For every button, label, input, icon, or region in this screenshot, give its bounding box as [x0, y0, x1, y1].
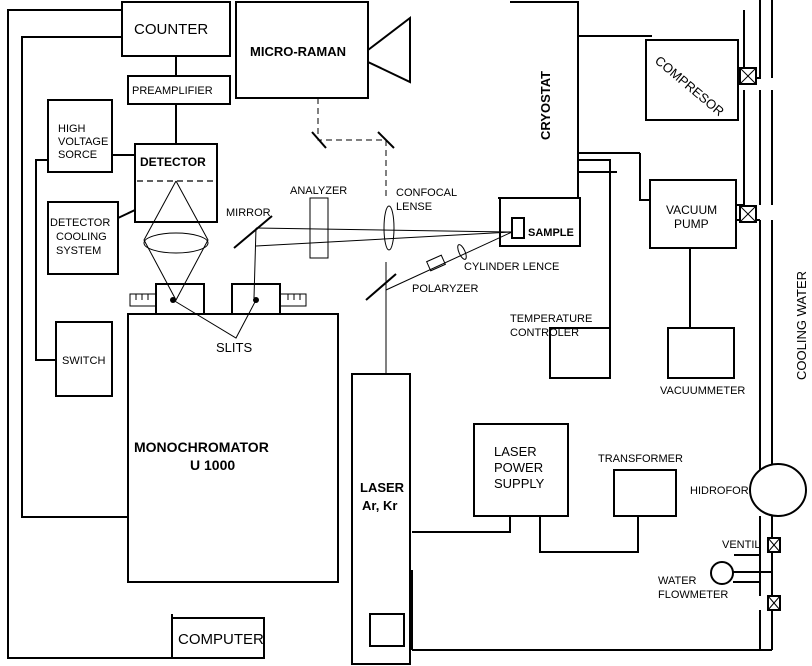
- switch-label: SWITCH: [62, 355, 105, 367]
- ventil-label: VENTIL: [722, 539, 761, 551]
- cylinder-lence-label: CYLINDER LENCE: [464, 261, 559, 273]
- confocal-label-1: CONFOCAL: [396, 187, 457, 199]
- computer-label: COMPUTER: [178, 631, 264, 648]
- laser-head: [369, 613, 405, 647]
- optical-paths: [143, 98, 513, 374]
- confocal-label-2: LENSE: [396, 201, 432, 213]
- micro-raman-box: [235, 1, 369, 99]
- laser-power-label-1: LASER: [494, 444, 537, 459]
- high-voltage-box: [47, 99, 113, 173]
- valves: [739, 67, 781, 611]
- mirror-label: MIRROR: [226, 207, 271, 219]
- vacuummeter-label: VACUUMMETER: [660, 385, 745, 397]
- computer-box: [171, 617, 265, 659]
- temperature-label-2: CONTROLER: [510, 327, 579, 339]
- transformer-box: [613, 469, 677, 517]
- sample-holder: [511, 217, 525, 239]
- detector-box: [134, 143, 218, 223]
- detector-cooling-box: [47, 201, 119, 275]
- preamplifier-box: [127, 75, 231, 105]
- cryostat-label: CRYOSTAT: [538, 71, 553, 140]
- micro-raman-label: MICRO-RAMAN: [250, 44, 346, 59]
- detector-label: DETECTOR: [140, 155, 206, 169]
- water-flowmeter-label-2: FLOWMETER: [658, 589, 728, 601]
- detector-cooling-label-2: COOLING: [56, 231, 107, 243]
- laser-power-label-3: SUPPLY: [494, 476, 545, 491]
- slit-left: [155, 283, 205, 315]
- preamplifier-label: PREAMPLIFIER: [132, 85, 213, 97]
- monochromator-box: [127, 313, 339, 583]
- components: [47, 1, 807, 665]
- sample-label: SAMPLE: [528, 227, 574, 239]
- temperature-controler-box: [549, 327, 611, 379]
- counter-box: [121, 1, 231, 57]
- hidrofor-label: HIDROFOR: [690, 485, 749, 497]
- laser-label-2: Ar, Kr: [362, 498, 397, 513]
- detector-cooling-label-3: SYSTEM: [56, 245, 101, 257]
- temperature-label-1: TEMPERATURE: [510, 313, 592, 325]
- water-flowmeter-label-1: WATER: [658, 575, 697, 587]
- high-voltage-label-2: VOLTAGE: [58, 136, 108, 148]
- water-flowmeter-icon: [710, 561, 734, 585]
- camera-icon: [367, 15, 411, 84]
- high-voltage-label-3: SORCE: [58, 149, 97, 161]
- monochromator-label-1: MONOCHROMATOR: [134, 439, 269, 455]
- compresor-box: [645, 39, 739, 121]
- counter-label: COUNTER: [134, 21, 208, 38]
- laser-label-1: LASER: [360, 480, 405, 495]
- switch-box: [55, 321, 113, 397]
- laser-power-supply-box: [473, 423, 569, 517]
- cooling-water-label: COOLING WATER: [794, 271, 809, 380]
- transformer-label: TRANSFORMER: [598, 453, 683, 465]
- slits-label: SLITS: [216, 340, 252, 355]
- hidrofor-tank: [749, 463, 807, 517]
- polaryzer-label: POLARYZER: [412, 283, 478, 295]
- vacuummeter-box: [667, 327, 735, 379]
- laser-power-label-2: POWER: [494, 460, 543, 475]
- vacuum-pump-label-2: PUMP: [674, 217, 709, 231]
- vacuum-pump-label-1: VACUUM: [666, 203, 717, 217]
- slit-micrometers: [129, 293, 307, 339]
- detector-cooling-label-1: DETECTOR: [50, 217, 110, 229]
- analyzer-label: ANALYZER: [290, 185, 347, 197]
- vacuum-pump-box: [649, 179, 737, 249]
- monochromator-label-2: U 1000: [190, 457, 235, 473]
- high-voltage-label-1: HIGH: [58, 123, 86, 135]
